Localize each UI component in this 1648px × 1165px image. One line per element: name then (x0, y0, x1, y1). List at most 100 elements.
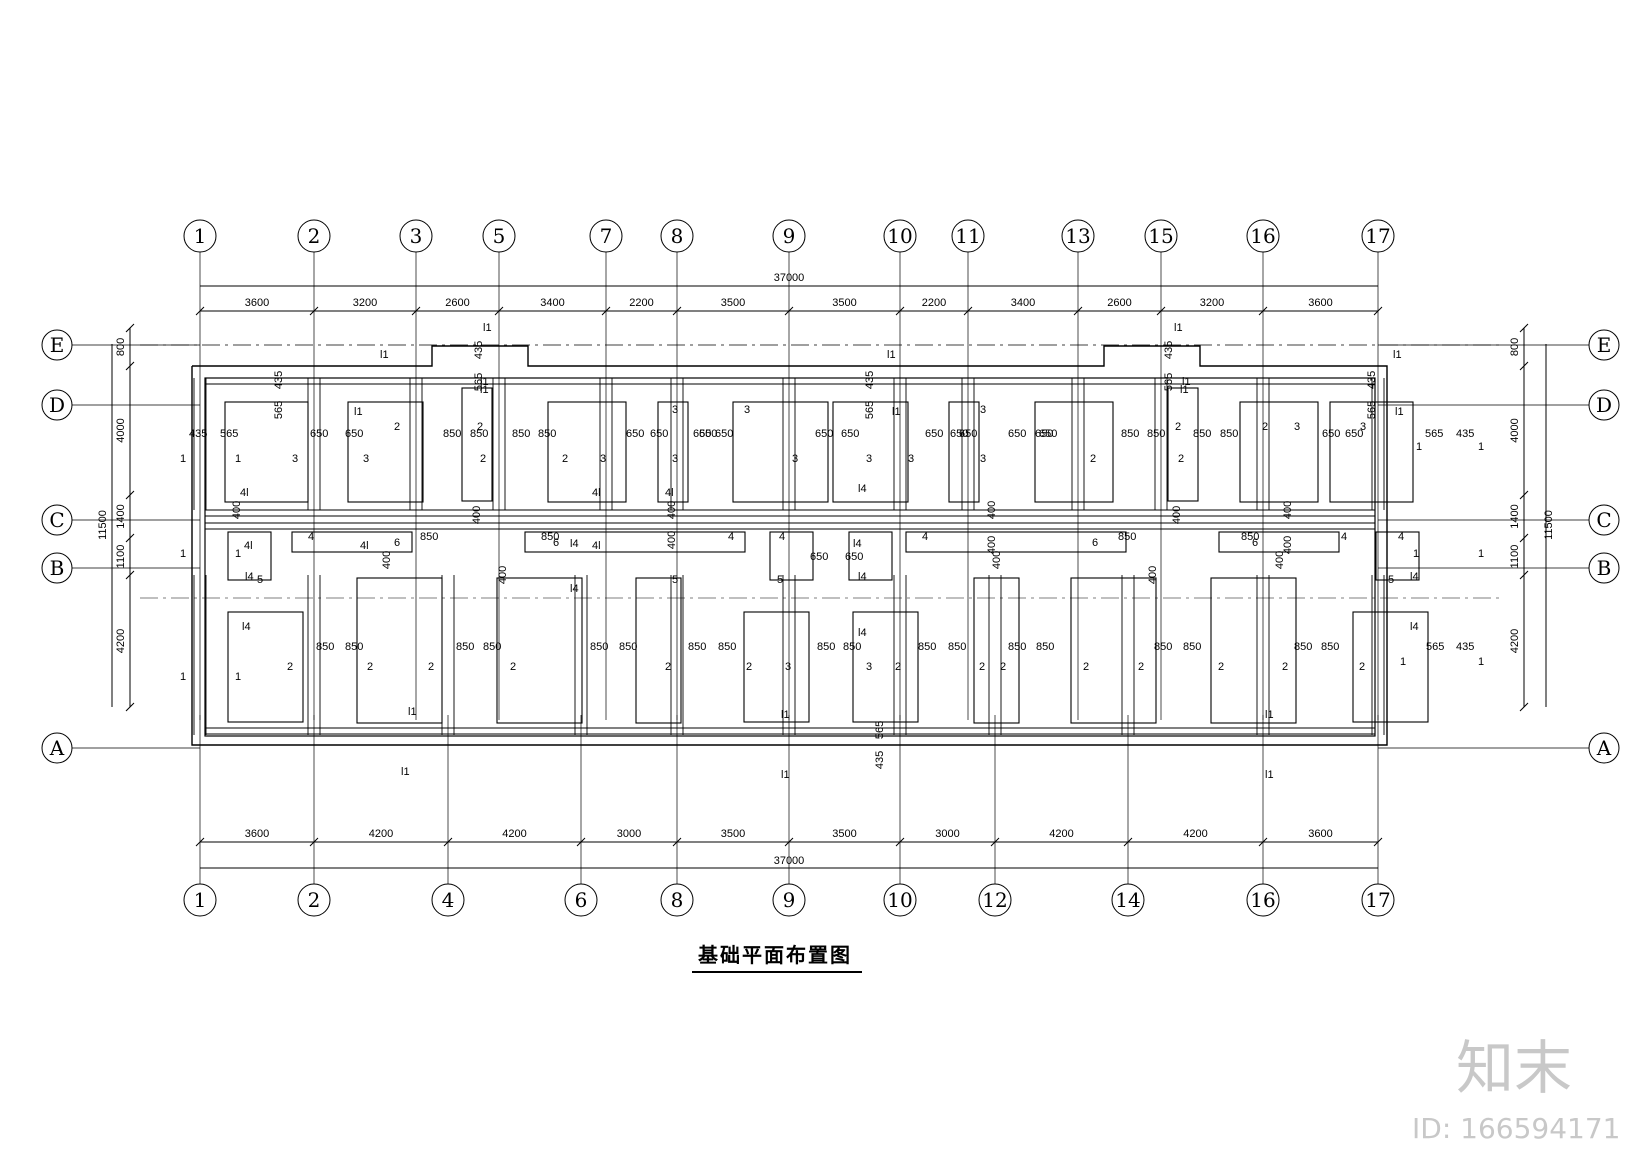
pad-mark-46: 2 (287, 661, 293, 673)
spacing-top-5: 3500 (721, 297, 745, 309)
beam-label-0: l1 (380, 349, 389, 361)
row-dim-tick-right (1519, 702, 1529, 712)
dim-tick-top (195, 306, 205, 316)
pad-mark-44: 5 (672, 574, 678, 586)
spacing-top-6: 3500 (832, 297, 856, 309)
pad-footing-upper-6 (832, 401, 909, 503)
dim-850-17: 850 (619, 641, 637, 653)
axis-label-bottom-6: 6 (575, 888, 588, 912)
dim-850-28: 850 (1294, 641, 1312, 653)
spacing-bottom-5: 3500 (832, 828, 856, 840)
dim-850-9: 850 (541, 531, 559, 543)
overall-row-dim-right-label: 11500 (1543, 510, 1555, 540)
pad-mark-12: 3 (866, 453, 872, 465)
pad-mark-3: 2 (394, 421, 400, 433)
dim-850-7: 850 (1220, 428, 1238, 440)
axis-label-right-A: A (1596, 736, 1612, 760)
row-spacing-left-0: 800 (115, 338, 127, 356)
dim-tick-bottom (443, 837, 453, 847)
pad-mark-59: 2 (1218, 661, 1224, 673)
dim-edge-5: 435 (1456, 641, 1474, 653)
pad-mark-14: 3 (980, 404, 986, 416)
pad-mark-43: 5 (1388, 574, 1394, 586)
dim-tick-top (1258, 306, 1268, 316)
dim-tick-bottom (576, 837, 586, 847)
spacing-bottom-3: 3000 (617, 828, 641, 840)
pad-footing-lower-0 (227, 611, 304, 723)
axis-label-bottom-14: 14 (1115, 888, 1140, 912)
dim-tick-bottom (309, 837, 319, 847)
pad-mark-54: 2 (895, 661, 901, 673)
dim-850-26: 850 (1154, 641, 1172, 653)
spacing-bottom-8: 4200 (1183, 828, 1207, 840)
dim-650-11: 650 (1035, 428, 1053, 440)
row-dim-tick-left (125, 323, 135, 333)
pad-mark-4: 2 (477, 421, 483, 433)
pad-mark-13: 3 (908, 453, 914, 465)
axis-label-top-2: 2 (308, 224, 321, 248)
dim-850-6: 850 (1193, 428, 1211, 440)
axis-label-bottom-9: 9 (783, 888, 796, 912)
pad-mark-57: 2 (1083, 661, 1089, 673)
spacing-top-1: 3200 (353, 297, 377, 309)
pad-mark-19: 2 (1262, 421, 1268, 433)
pad-footing-upper-7 (948, 401, 980, 503)
pad-mark-49: 2 (510, 661, 516, 673)
pad-mark-16: 2 (1090, 453, 1096, 465)
dim-400-13: 400 (1274, 551, 1286, 569)
pad-mark-15: 3 (980, 453, 986, 465)
4l-tag-1: 4l (244, 540, 253, 552)
dim-650-5: 650 (715, 428, 733, 440)
dim-400-10: 400 (497, 566, 509, 584)
axis-label-top-3: 3 (410, 224, 423, 248)
l4-tag-2: l4 (858, 627, 867, 639)
pad-mark-33: 4 (1341, 531, 1347, 543)
axis-label-left-B: B (50, 556, 65, 580)
dim-tick-bottom (895, 837, 905, 847)
drawing-title: 基础平面布置图 (698, 943, 852, 967)
dim-850-0: 850 (443, 428, 461, 440)
spacing-top-4: 2200 (629, 297, 653, 309)
strip-footing-middle-1 (291, 531, 413, 553)
dim-650-15: 650 (845, 551, 863, 563)
dim-400-12: 400 (1147, 566, 1159, 584)
dim-850-21: 850 (843, 641, 861, 653)
pad-mark-60: 2 (1282, 661, 1288, 673)
pad-footing-lower-1 (356, 577, 443, 724)
pad-l1-mark-0: l1 (354, 406, 363, 418)
strip-footing-middle-2 (524, 531, 746, 553)
strip-footing-middle-0 (227, 531, 272, 581)
spacing-top-8: 3400 (1011, 297, 1035, 309)
spacing-bottom-1: 4200 (369, 828, 393, 840)
pad-mark-50: 2 (665, 661, 671, 673)
plan-linework (41, 219, 1620, 917)
dim-650-0: 650 (310, 428, 328, 440)
pad-mark-20: 3 (1294, 421, 1300, 433)
axis-label-right-D: D (1596, 393, 1612, 417)
pad-footing-lower-4 (743, 611, 810, 723)
spacing-top-10: 3200 (1200, 297, 1224, 309)
4l-tag-5: 4l (592, 540, 601, 552)
l4-tag-4: l4 (858, 483, 867, 495)
dim-tick-bottom (195, 837, 205, 847)
dim-850-2: 850 (512, 428, 530, 440)
pad-mark-48: 2 (428, 661, 434, 673)
pad-l1-mark-5: l1 (408, 706, 417, 718)
overall-dim-bottom: 37000 (774, 855, 805, 867)
dim-edge-4: 565 (1426, 641, 1444, 653)
pad-mark-29: 4 (308, 531, 314, 543)
row-spacing-right-1: 4000 (1509, 418, 1521, 442)
row-spacing-right-4: 4200 (1509, 629, 1521, 653)
pad-mark-23: 1 (180, 453, 186, 465)
row-spacing-left-2: 1400 (115, 504, 127, 528)
l4-tag-9: l4 (858, 571, 867, 583)
dim-850-8: 850 (420, 531, 438, 543)
dim-850-10: 850 (1118, 531, 1136, 543)
dim-400-8: 400 (1282, 536, 1294, 554)
l4-tag-1: l4 (570, 583, 579, 595)
pad-footing-upper-0 (224, 401, 309, 503)
pad-mark-11: 3 (792, 453, 798, 465)
pad-mark-27: 1 (180, 671, 186, 683)
beam-label-7: l1 (1174, 322, 1183, 334)
pad-mark-47: 2 (367, 661, 373, 673)
